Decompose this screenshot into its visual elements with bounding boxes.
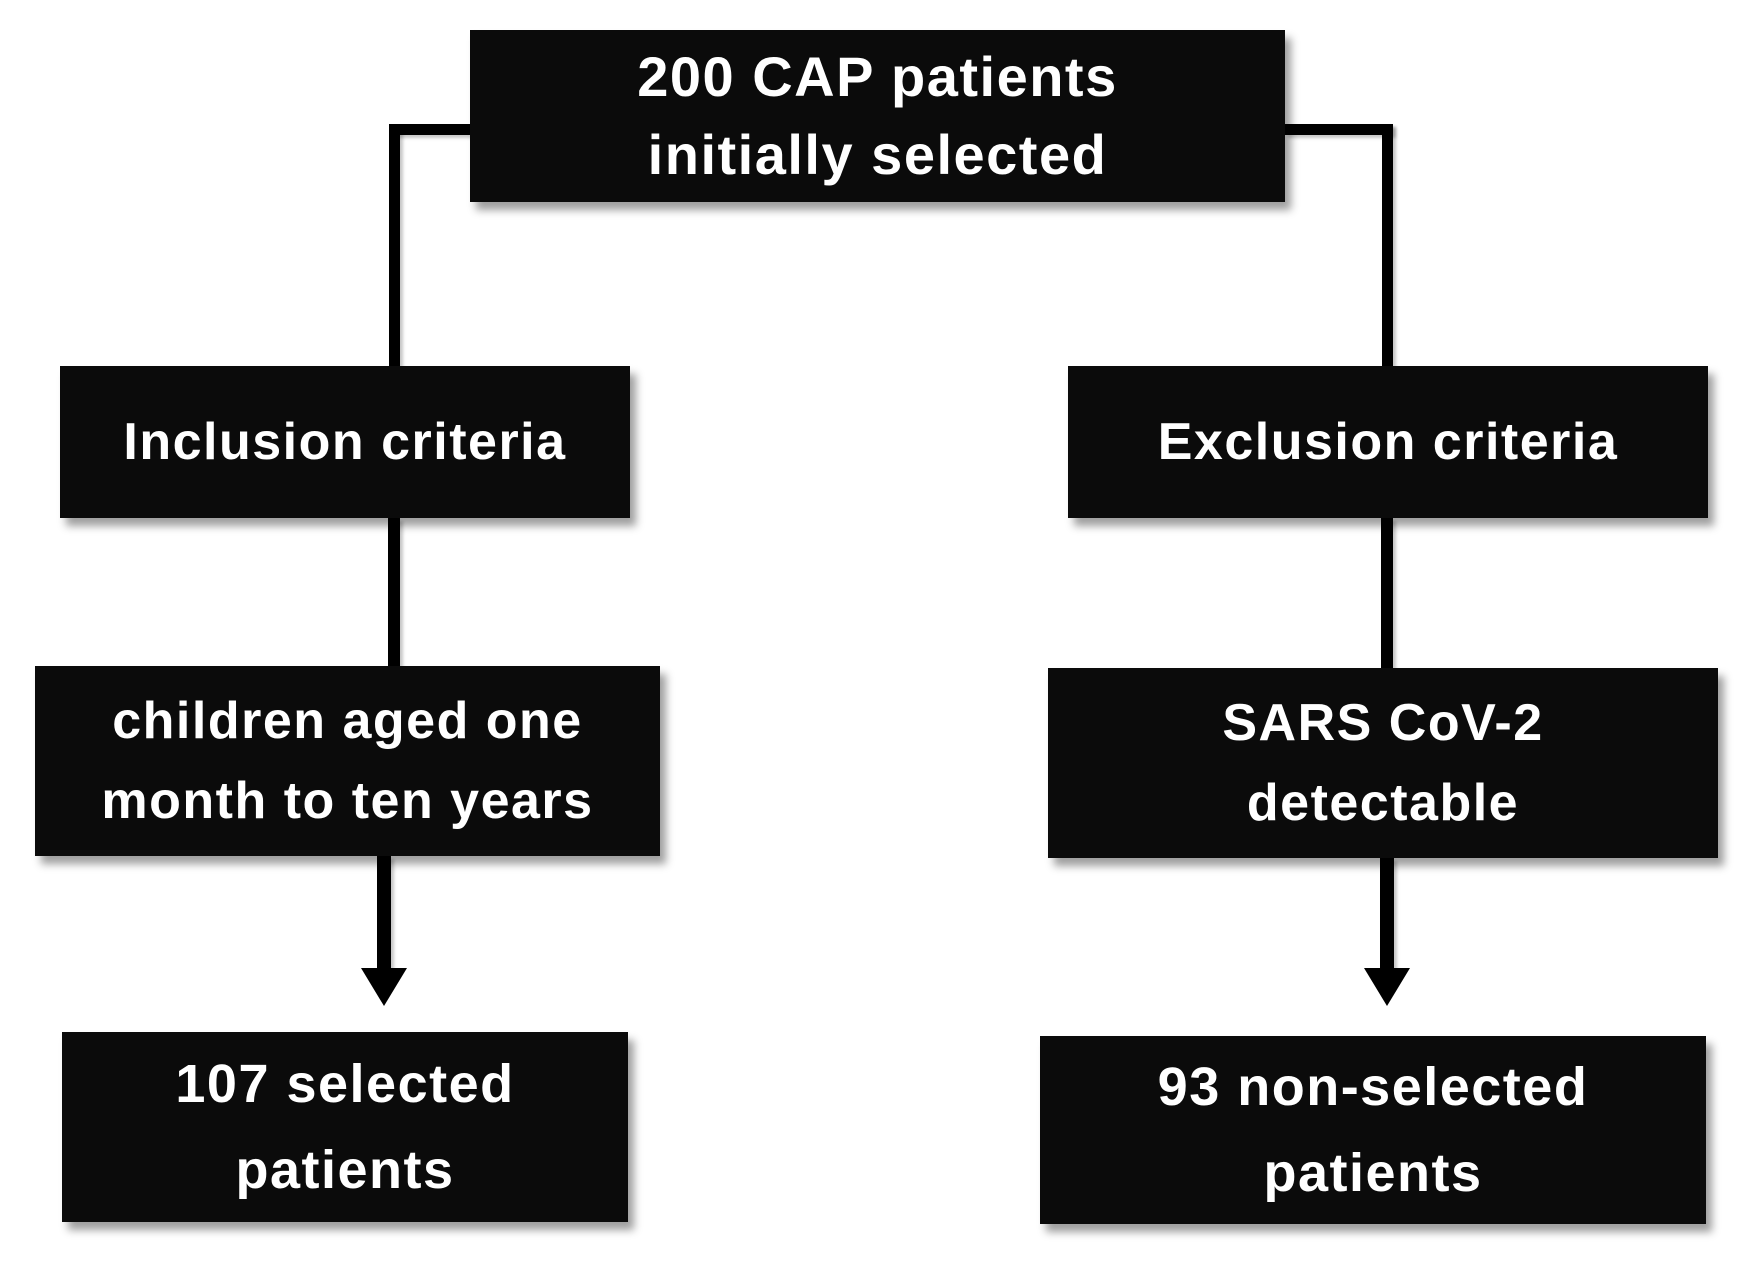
node-inclusion-criteria: Inclusion criteria [60, 366, 630, 518]
node-107-selected-patients: 107 selected patients [62, 1032, 628, 1222]
node-children-aged-one-month-to-ten-years: children aged one month to ten years [35, 666, 660, 856]
node-sars-cov-2-detectable: SARS CoV-2 detectable [1048, 668, 1718, 858]
node-exclusion-criteria: Exclusion criteria [1068, 366, 1708, 518]
node-text-line: month to ten years [101, 772, 594, 830]
connector-sars-to-nonselected-shaft [1380, 858, 1394, 970]
node-cap-patients-initially-selected: 200 CAP patients initially selected [470, 30, 1285, 202]
node-text-line: patients [1263, 1143, 1483, 1203]
arrow-down-icon [1364, 968, 1410, 1006]
node-93-non-selected-patients: 93 non-selected patients [1040, 1036, 1706, 1224]
node-text-line: initially selected [647, 123, 1108, 186]
node-text-line: detectable [1246, 774, 1520, 832]
connector-root-to-inclusion-vertical [389, 124, 400, 366]
node-text-line: SARS CoV-2 [1222, 694, 1544, 752]
connector-root-to-exclusion-vertical [1382, 124, 1393, 366]
connector-inclusion-to-children [388, 518, 400, 666]
node-text-line: Inclusion criteria [123, 413, 567, 471]
node-text-line: children aged one [112, 692, 583, 750]
connector-root-to-exclusion-horizontal [1285, 124, 1393, 135]
node-text-line: 200 CAP patients [637, 45, 1118, 108]
arrow-down-icon [361, 968, 407, 1006]
connector-children-to-selected-shaft [377, 856, 391, 972]
node-text-line: Exclusion criteria [1157, 413, 1619, 471]
connector-exclusion-to-sars [1381, 518, 1393, 668]
node-text-line: patients [235, 1140, 455, 1200]
connector-root-to-inclusion-horizontal [389, 124, 470, 135]
node-text-line: 93 non-selected [1157, 1057, 1589, 1117]
node-text-line: 107 selected [175, 1054, 515, 1114]
